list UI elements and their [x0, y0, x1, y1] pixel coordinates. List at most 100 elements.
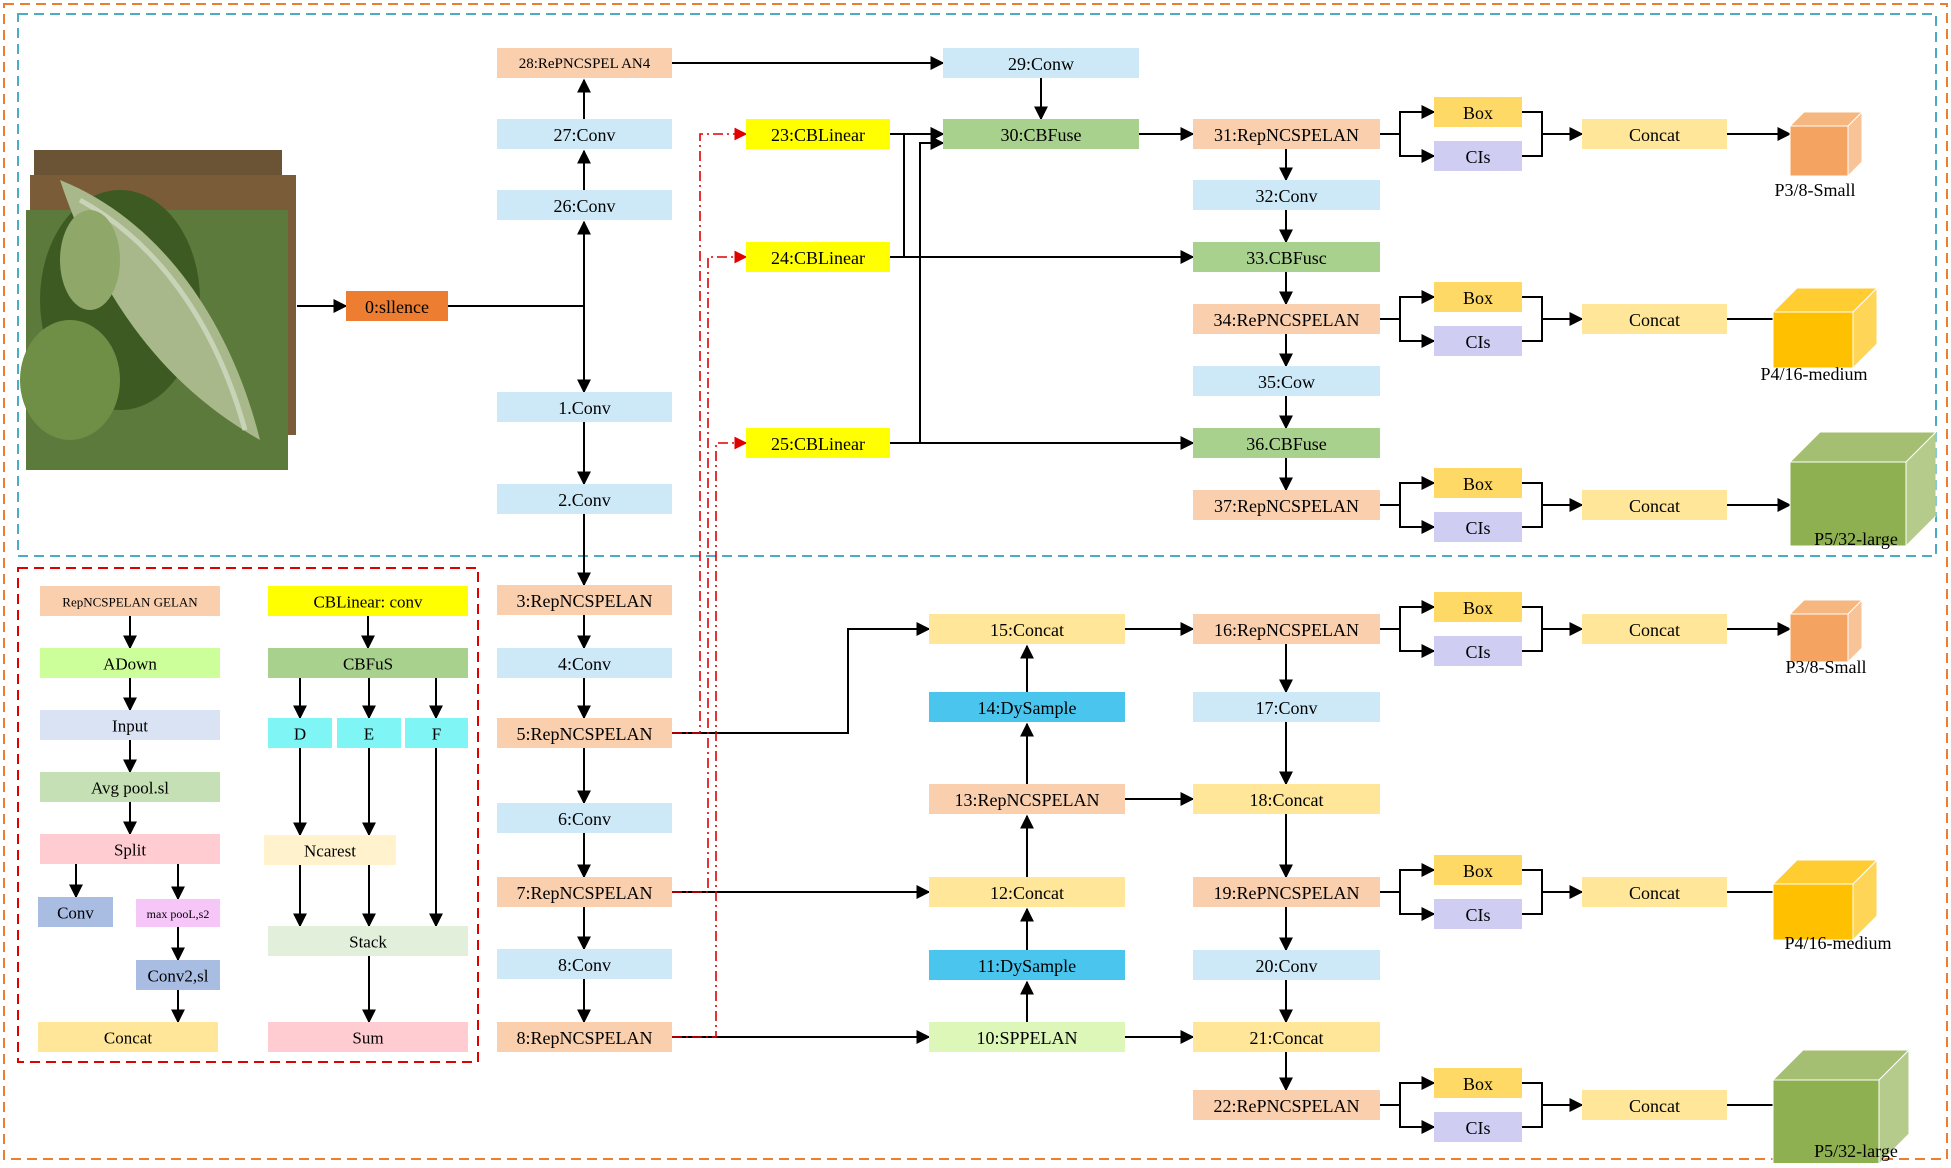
head-37-to-cls [1399, 505, 1436, 534]
legend-conv: Conv [38, 897, 113, 927]
node-16-repncspelan-box [1193, 614, 1380, 644]
node-35-cow: 35:Cow [1193, 366, 1380, 396]
node-24-cblinear-label: 24:CBLinear [771, 248, 865, 268]
node-24-cblinear-box [746, 242, 890, 272]
node-5-repncspelan-box [497, 718, 672, 748]
node-18-concat-label: 18:Concat [1250, 790, 1324, 810]
node-31-repncspelan-box [1193, 119, 1380, 149]
legend-concat-box [38, 1022, 218, 1052]
head-22-box-branch [1434, 1068, 1522, 1098]
head-31-cls-label: CIs [1465, 147, 1490, 167]
legend-repncspelan-gelan: RepNCSPELAN GELAN [40, 586, 220, 616]
node-27-conv: 27:Conv [497, 119, 672, 149]
head-16-merge [1522, 606, 1543, 652]
node-26-conv-box [497, 190, 672, 220]
head-34-box-label: Box [1463, 288, 1493, 308]
node-19-repncspelan: 19:RePNCSPELAN [1193, 877, 1380, 907]
node-22-repncspelan-box [1193, 1090, 1380, 1120]
cube-medium-main [1771, 858, 1879, 942]
legend-repncspelan-gelan-box [40, 586, 220, 616]
legend-adown-label: ADown [103, 655, 157, 674]
legend-max-pool-label: max pooL,s2 [147, 907, 210, 921]
legend-d-label: D [294, 725, 306, 744]
head-37-cls-label: CIs [1465, 518, 1490, 538]
legend-input-label: Input [112, 717, 148, 736]
node-34-repncspelan-box [1193, 304, 1380, 334]
legend-conv2-box [136, 960, 220, 990]
head-31-concat-label: Concat [1629, 125, 1680, 145]
head-34-cls-label: CIs [1465, 332, 1490, 352]
node-26-conv: 26:Conv [497, 190, 672, 220]
node5-to-23 [672, 127, 748, 734]
node-1-conv: 1.Conv [497, 392, 672, 422]
head-16-to-box [1380, 600, 1436, 630]
node-0-silence: 0:sllence [346, 291, 448, 321]
node-20-conv: 20:Conv [1193, 950, 1380, 980]
legend-cbfus-box [268, 648, 468, 678]
node-37-repncspelan-label: 37:RepNCSPELAN [1214, 496, 1359, 516]
head-37-to-box [1380, 476, 1436, 506]
head-34-box-branch [1434, 282, 1522, 312]
legend-conv-box [38, 897, 113, 927]
legend-split-box [40, 834, 220, 864]
node-30-cbfuse-box [943, 119, 1139, 149]
node-3-repncspelan-box [497, 585, 672, 615]
node-1-conv-label: 1.Conv [558, 398, 611, 418]
node-23-cblinear-box [746, 119, 890, 149]
node-16-repncspelan-label: 16:RepNCSPELAN [1214, 620, 1359, 640]
output-labels: P3/8-SmallP4/16-mediumP5/32-largeP3/8-Sm… [1761, 180, 1898, 1161]
node-8-repncspelan-box [497, 1022, 672, 1052]
node-2-conv-label: 2.Conv [558, 490, 611, 510]
node-4-conv: 4:Conv [497, 648, 672, 678]
head-22-concat [1582, 1090, 1727, 1120]
head-37-merge [1522, 482, 1543, 528]
node-8-conv-label: 8:Conv [558, 955, 611, 975]
head-37-concat-label: Concat [1629, 496, 1680, 516]
legend-cblinear-conv-box [268, 586, 468, 616]
node-10-sppelan-label: 10:SPPELAN [976, 1028, 1077, 1048]
legend-ncarest-box [264, 835, 396, 865]
output-label-medium-aux: P4/16-medium [1761, 364, 1868, 384]
output-cubes [1771, 110, 1938, 1166]
node-1-conv-box [497, 392, 672, 422]
head-19-to-cls [1399, 892, 1436, 921]
legend-cbfus: CBFuS [268, 648, 468, 678]
head-22-merge [1522, 1082, 1543, 1128]
node-3-repncspelan-label: 3:RepNCSPELAN [516, 591, 652, 611]
legend-stack: Stack [268, 926, 468, 956]
node-15-concat: 15:Concat [929, 614, 1125, 644]
node-32-conv-box [1193, 180, 1380, 210]
node-27-conv-box [497, 119, 672, 149]
node-14-dysample: 14:DySample [929, 692, 1125, 722]
node-7-repncspelan-box [497, 877, 672, 907]
cube-large-main [1771, 1048, 1911, 1166]
node-13-repncspelan-label: 13:RepNCSPELAN [954, 790, 1099, 810]
head-22-to-box [1380, 1076, 1436, 1106]
nodes: 0:sllence 1.Conv 2.Conv 3:RepNCSPELAN 4:Conv… [38, 48, 1727, 1142]
output-label-large-aux: P5/32-large [1814, 529, 1898, 549]
connections [69, 56, 1792, 1134]
node7-to-24 [672, 250, 748, 893]
legend-d-box [268, 718, 332, 748]
legend-adown-box [40, 648, 220, 678]
legend-adown: ADown [40, 648, 220, 678]
node5-to-15 [672, 622, 931, 734]
node-35-cow-box [1193, 366, 1380, 396]
node-15-concat-label: 15:Concat [990, 620, 1064, 640]
node-17-conv-box [1193, 692, 1380, 722]
node-6-conv-box [497, 803, 672, 833]
head-22-box-label: Box [1463, 1074, 1493, 1094]
legend-cbfus-label: CBFuS [343, 655, 393, 674]
node-25-cblinear: 25:CBLinear [746, 428, 890, 458]
node-11-dysample-label: 11:DySample [978, 956, 1076, 976]
node-37-repncspelan-box [1193, 490, 1380, 520]
output-label-small-aux: P3/8-Small [1774, 180, 1855, 200]
node-22-repncspelan-label: 22:RePNCSPELAN [1213, 1096, 1359, 1116]
legend-e-box [337, 718, 401, 748]
node-34-repncspelan-label: 34:RePNCSPELAN [1213, 310, 1359, 330]
output-label-medium-main: P4/16-medium [1785, 933, 1892, 953]
node-8-conv-box [497, 949, 672, 979]
